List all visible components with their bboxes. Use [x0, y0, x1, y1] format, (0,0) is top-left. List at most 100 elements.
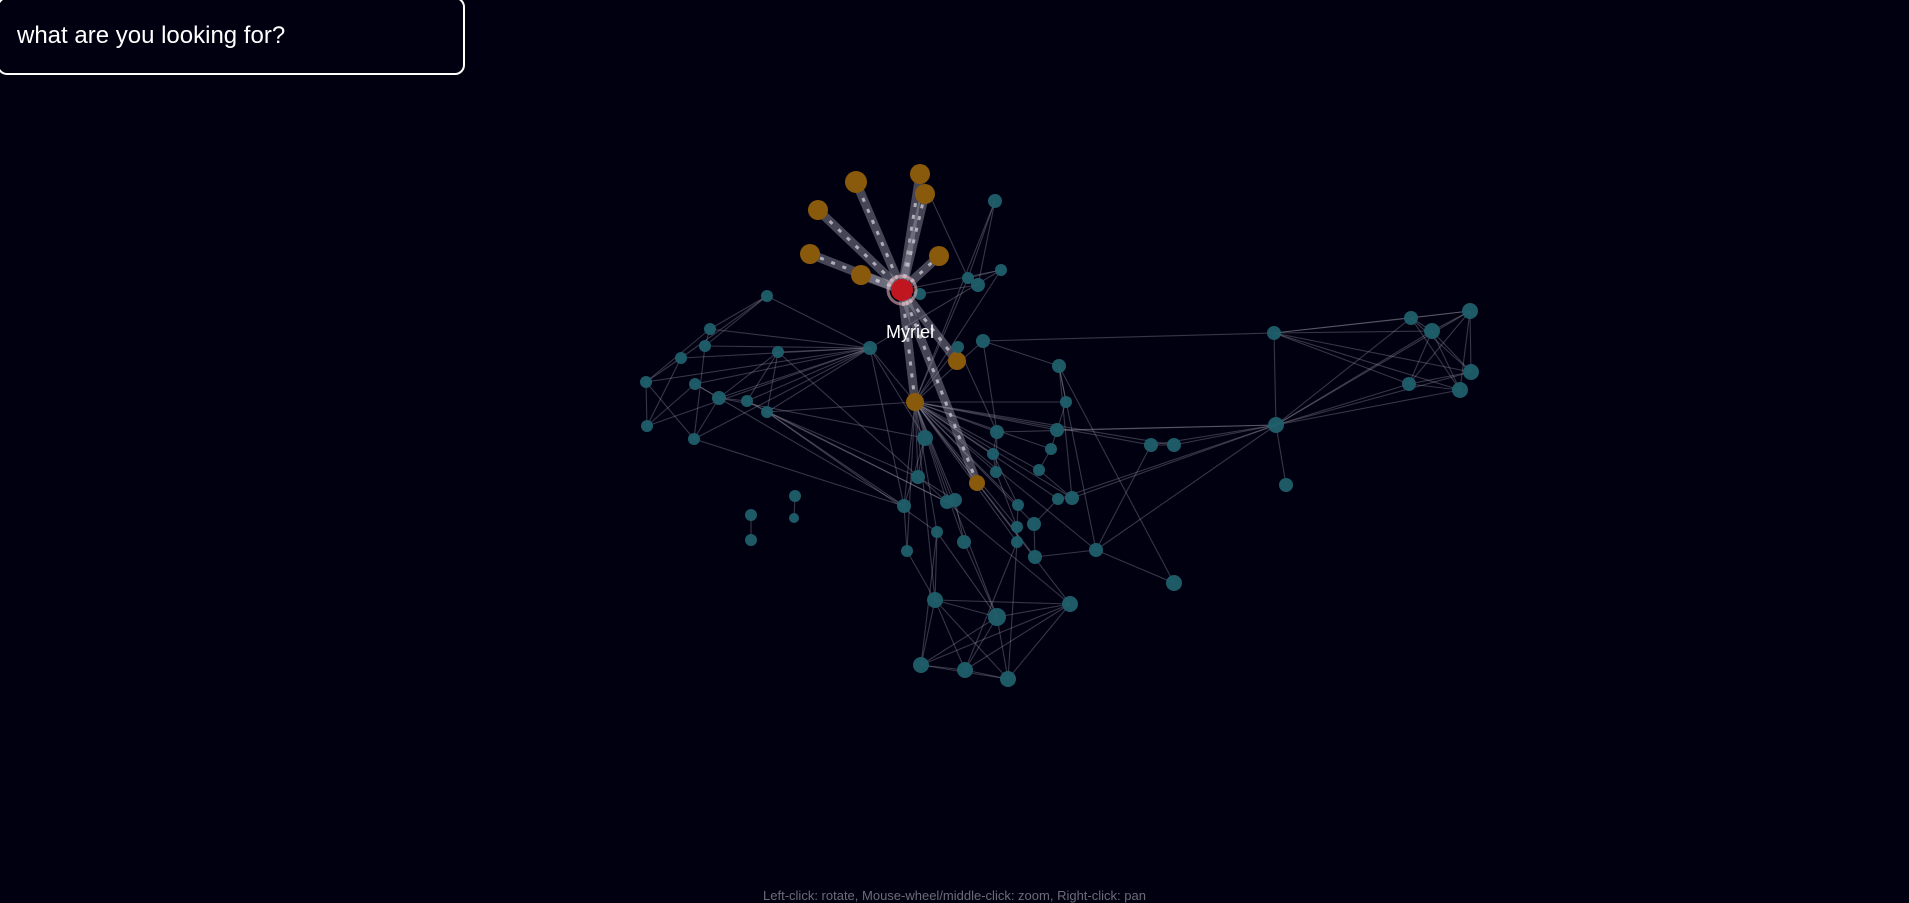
- graph-node[interactable]: [1089, 543, 1103, 557]
- graph-node[interactable]: [1279, 478, 1293, 492]
- graph-node[interactable]: [948, 493, 962, 507]
- graph-node[interactable]: [971, 278, 985, 292]
- graph-node[interactable]: [901, 545, 913, 557]
- graph-node[interactable]: [987, 448, 999, 460]
- graph-node[interactable]: [789, 513, 799, 523]
- graph-node[interactable]: [1402, 377, 1416, 391]
- graph-link: [914, 401, 1152, 446]
- graph-link: [766, 411, 905, 507]
- graph-link: [906, 401, 916, 552]
- neighbor-node[interactable]: [851, 265, 871, 285]
- neighbor-node[interactable]: [906, 393, 924, 411]
- graph-link: [914, 401, 1018, 528]
- graph-link: [914, 401, 938, 533]
- neighbor-node[interactable]: [929, 246, 949, 266]
- graph-node[interactable]: [1166, 575, 1182, 591]
- graph-node[interactable]: [1027, 517, 1041, 531]
- graph-nodes[interactable]: [640, 164, 1479, 687]
- neighbor-node[interactable]: [845, 171, 867, 193]
- graph-node[interactable]: [1404, 311, 1418, 325]
- graph-node[interactable]: [976, 334, 990, 348]
- graph-node[interactable]: [990, 466, 1002, 478]
- graph-link: [906, 550, 936, 601]
- graph-node[interactable]: [1011, 521, 1023, 533]
- graph-node[interactable]: [1000, 671, 1016, 687]
- graph-node[interactable]: [1012, 499, 1024, 511]
- selected-node[interactable]: [891, 279, 913, 301]
- graph-node[interactable]: [1452, 382, 1468, 398]
- graph-node[interactable]: [957, 535, 971, 549]
- graph-link: [1273, 310, 1471, 334]
- graph-node[interactable]: [761, 406, 773, 418]
- graph-node[interactable]: [789, 490, 801, 502]
- graph-node[interactable]: [913, 657, 929, 673]
- graph-node[interactable]: [957, 662, 973, 678]
- graph-link: [934, 599, 966, 671]
- graph-node[interactable]: [712, 391, 726, 405]
- graph-node[interactable]: [745, 509, 757, 521]
- graph-link: [934, 599, 1009, 680]
- neighbor-node[interactable]: [948, 352, 966, 370]
- graph-link: [1275, 310, 1471, 426]
- graph-node[interactable]: [988, 608, 1006, 626]
- graph-link: [914, 401, 1071, 605]
- graph-node[interactable]: [772, 346, 784, 358]
- graph-node[interactable]: [1268, 417, 1284, 433]
- graph-link: [1058, 365, 1175, 584]
- graph-node[interactable]: [675, 352, 687, 364]
- graph-node[interactable]: [863, 341, 877, 355]
- graph-node[interactable]: [931, 526, 943, 538]
- graph-node[interactable]: [1052, 493, 1064, 505]
- graph-node[interactable]: [741, 395, 753, 407]
- graph-node[interactable]: [1028, 550, 1042, 564]
- neighbor-node[interactable]: [915, 184, 935, 204]
- graph-node[interactable]: [927, 592, 943, 608]
- neighbor-node[interactable]: [910, 164, 930, 184]
- graph-node[interactable]: [704, 323, 716, 335]
- graph-link: [1275, 383, 1410, 426]
- graph-node[interactable]: [761, 290, 773, 302]
- graph-node[interactable]: [1062, 596, 1078, 612]
- graph-node[interactable]: [1424, 323, 1440, 339]
- graph-node[interactable]: [1045, 443, 1057, 455]
- graph-node[interactable]: [1065, 491, 1079, 505]
- graph-node[interactable]: [1011, 536, 1023, 548]
- graph-node[interactable]: [1050, 423, 1064, 437]
- graph-node[interactable]: [995, 264, 1007, 276]
- graph-node[interactable]: [1463, 364, 1479, 380]
- highlighted-link: [897, 285, 920, 407]
- graph-node[interactable]: [990, 425, 1004, 439]
- graph-link: [914, 401, 1019, 506]
- graph-node[interactable]: [1144, 438, 1158, 452]
- neighbor-node[interactable]: [969, 475, 985, 491]
- search-box[interactable]: [0, 0, 465, 75]
- graph-link: [1469, 310, 1472, 373]
- graph-node[interactable]: [1267, 326, 1281, 340]
- graph-node[interactable]: [699, 340, 711, 352]
- graph-node[interactable]: [688, 433, 700, 445]
- graph-link: [920, 603, 1071, 666]
- graph-node[interactable]: [917, 430, 933, 446]
- graph-node[interactable]: [897, 499, 911, 513]
- graph-node[interactable]: [1052, 359, 1066, 373]
- graph-node[interactable]: [689, 378, 701, 390]
- graph-link: [964, 541, 1018, 671]
- graph-node[interactable]: [962, 272, 974, 284]
- graph-node[interactable]: [1033, 464, 1045, 476]
- graph-node[interactable]: [952, 341, 964, 353]
- neighbor-node[interactable]: [808, 200, 828, 220]
- highlighted-link: [897, 285, 982, 488]
- graph-node[interactable]: [911, 470, 925, 484]
- graph-node[interactable]: [1167, 438, 1181, 452]
- graph-node[interactable]: [988, 194, 1002, 208]
- search-input[interactable]: [0, 0, 463, 73]
- neighbor-node[interactable]: [800, 244, 820, 264]
- graph-node[interactable]: [745, 534, 757, 546]
- graph-node[interactable]: [640, 376, 652, 388]
- graph-link: [645, 347, 871, 383]
- graph-link: [1057, 424, 1277, 500]
- graph-node[interactable]: [641, 420, 653, 432]
- graph-node[interactable]: [1060, 396, 1072, 408]
- graph-node[interactable]: [1462, 303, 1478, 319]
